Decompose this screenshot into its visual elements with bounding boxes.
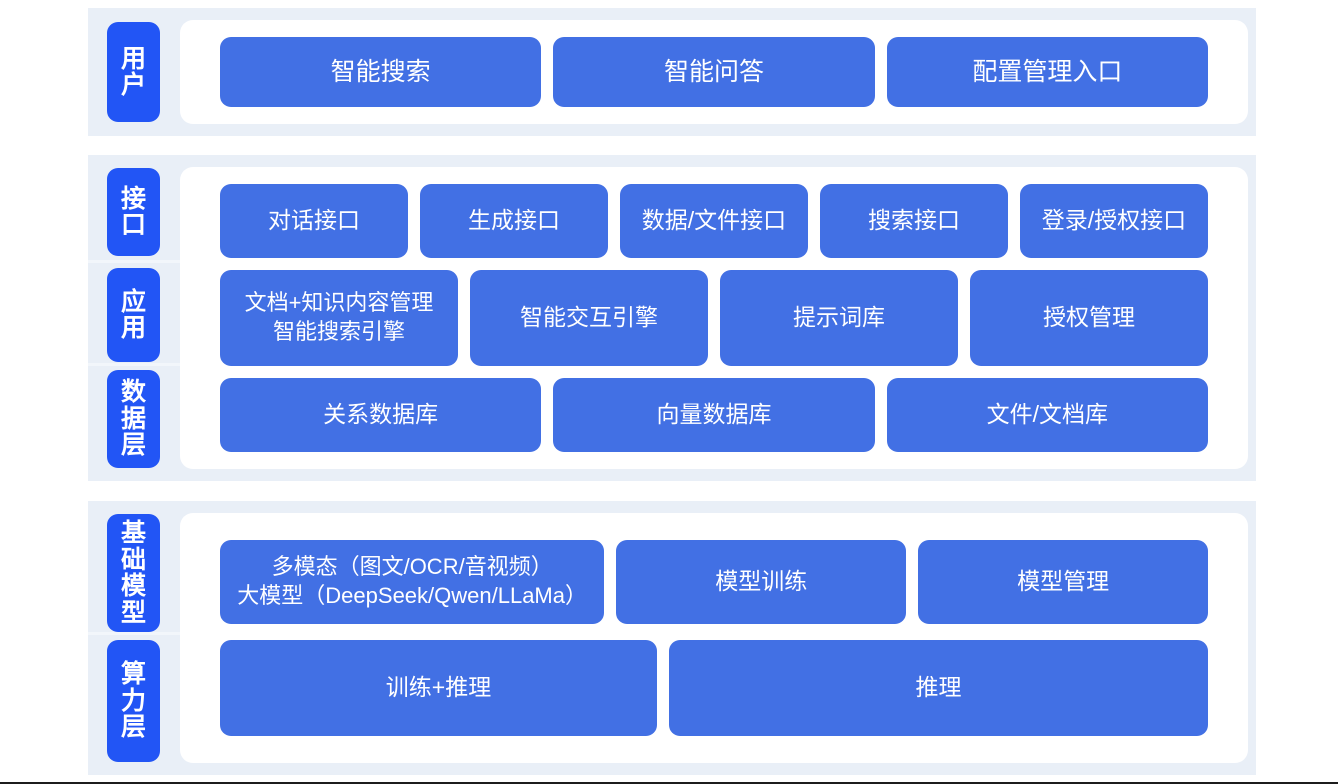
box-training-plus-inference[interactable]: 训练+推理 — [220, 640, 658, 736]
rail-label-application: 应用 — [107, 268, 160, 362]
rail-label-application-text: 应用 — [120, 287, 146, 342]
box-document-knowledge-management[interactable]: 文档+知识内容管理 智能搜索引擎 — [220, 270, 458, 366]
box-intelligent-qa[interactable]: 智能问答 — [553, 37, 875, 107]
rail-label-data: 数据层 — [107, 370, 160, 468]
box-config-management-entry[interactable]: 配置管理入口 — [886, 37, 1208, 107]
compute-row: 训练+推理 推理 — [220, 640, 1208, 736]
rail-label-interface-text: 接口 — [120, 184, 146, 239]
rail-label-foundation-model-text: 基础模型 — [120, 519, 146, 627]
section-foundation-card: 多模态（图文/OCR/音视频） 大模型（DeepSeek/Qwen/LLaMa）… — [180, 513, 1248, 763]
rail-label-data-text: 数据层 — [120, 378, 146, 460]
application-row: 文档+知识内容管理 智能搜索引擎 智能交互引擎 提示词库 授权管理 — [220, 270, 1208, 366]
section-platform-card: 对话接口 生成接口 数据/文件接口 搜索接口 登录/授权接口 文档+知识内容管理… — [180, 167, 1248, 469]
model-row: 多模态（图文/OCR/音视频） 大模型（DeepSeek/Qwen/LLaMa）… — [220, 540, 1208, 624]
bottom-rule — [0, 782, 1338, 784]
rail-label-foundation-model: 基础模型 — [107, 514, 160, 632]
box-authorization-management[interactable]: 授权管理 — [970, 270, 1208, 366]
box-vector-database[interactable]: 向量数据库 — [553, 378, 875, 452]
rail-label-user-text: 用户 — [120, 44, 146, 99]
box-model-management[interactable]: 模型管理 — [918, 540, 1208, 624]
rail-label-interface: 接口 — [107, 168, 160, 256]
box-login-auth-api[interactable]: 登录/授权接口 — [1020, 184, 1208, 258]
box-generation-api[interactable]: 生成接口 — [420, 184, 608, 258]
box-data-file-api[interactable]: 数据/文件接口 — [620, 184, 808, 258]
rail-label-compute-text: 算力层 — [120, 660, 146, 742]
box-intelligent-interaction-engine[interactable]: 智能交互引擎 — [470, 270, 708, 366]
box-inference[interactable]: 推理 — [669, 640, 1208, 736]
data-row: 关系数据库 向量数据库 文件/文档库 — [220, 378, 1208, 452]
box-relational-database[interactable]: 关系数据库 — [220, 378, 542, 452]
band-divider-interface-application — [88, 260, 180, 263]
box-intelligent-search[interactable]: 智能搜索 — [220, 37, 542, 107]
box-search-api[interactable]: 搜索接口 — [820, 184, 1008, 258]
rail-label-compute: 算力层 — [107, 640, 160, 762]
rail-label-user: 用户 — [107, 22, 160, 122]
box-multimodal-large-model[interactable]: 多模态（图文/OCR/音视频） 大模型（DeepSeek/Qwen/LLaMa） — [220, 540, 605, 624]
section-user-card: 智能搜索 智能问答 配置管理入口 — [180, 20, 1248, 124]
band-divider-application-data — [88, 363, 180, 366]
user-row: 智能搜索 智能问答 配置管理入口 — [220, 37, 1208, 107]
box-file-document-repository[interactable]: 文件/文档库 — [886, 378, 1208, 452]
box-dialog-api[interactable]: 对话接口 — [220, 184, 408, 258]
box-model-training[interactable]: 模型训练 — [616, 540, 907, 624]
interface-row: 对话接口 生成接口 数据/文件接口 搜索接口 登录/授权接口 — [220, 184, 1208, 258]
band-divider-model-compute — [88, 632, 180, 635]
box-prompt-library[interactable]: 提示词库 — [720, 270, 958, 366]
